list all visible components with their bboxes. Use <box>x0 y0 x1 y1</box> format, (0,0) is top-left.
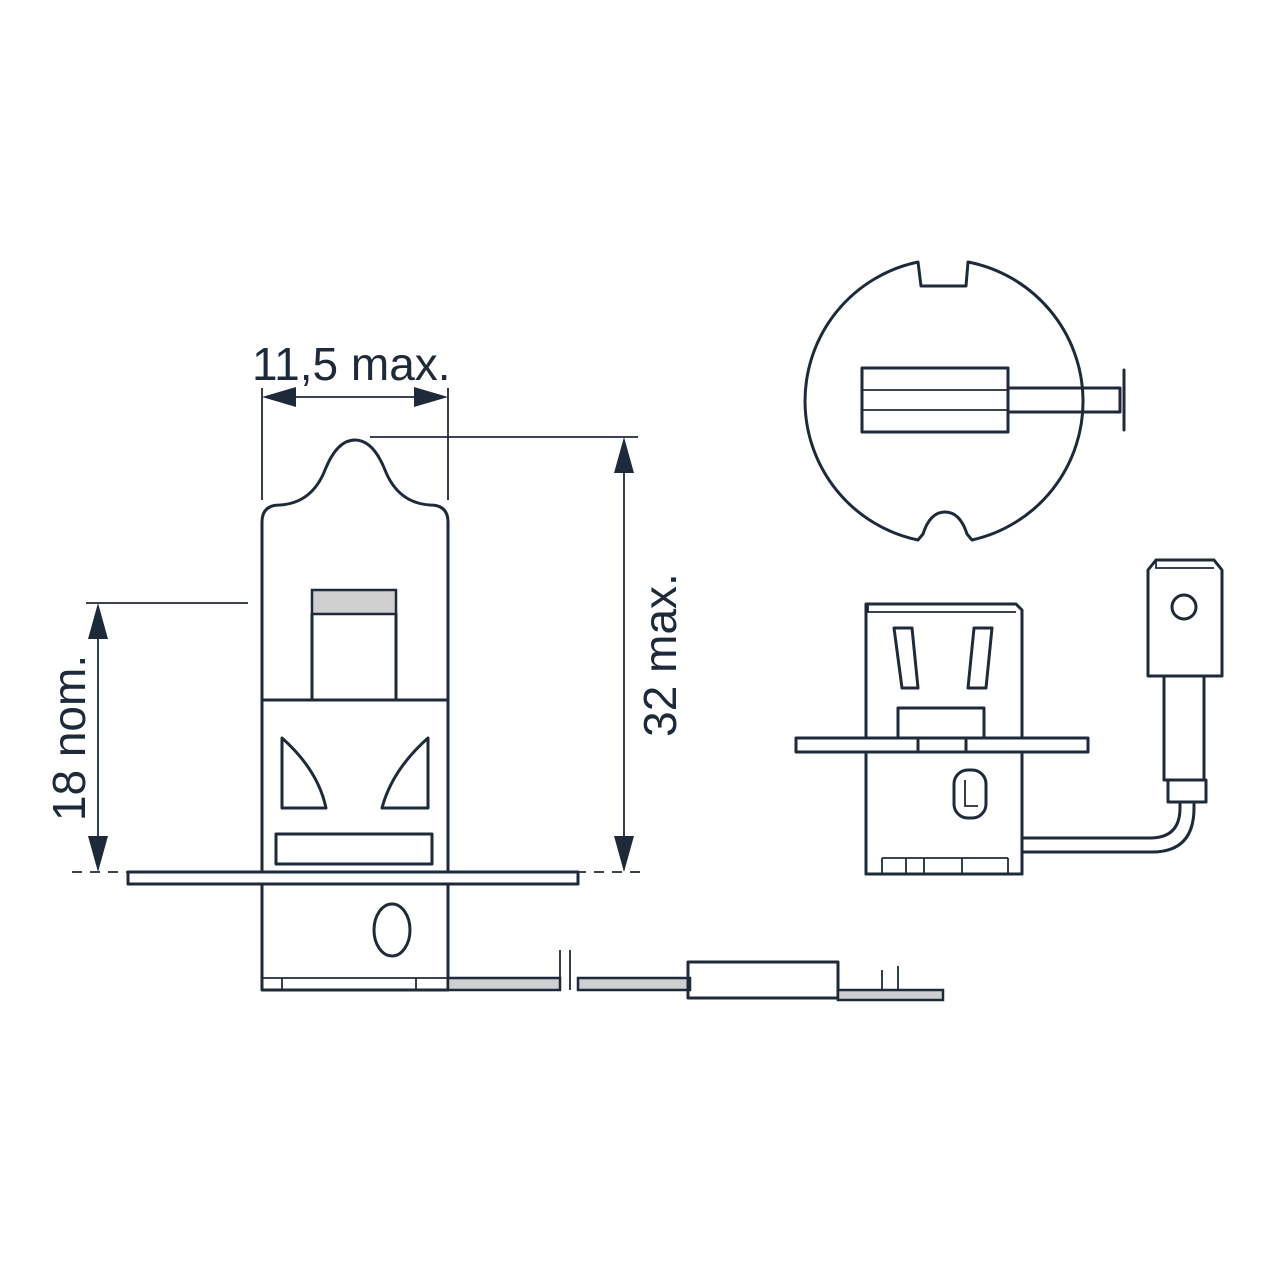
front-terminal-edge <box>1155 560 1214 569</box>
front-lead-outer <box>1020 800 1182 840</box>
lead-wire-2 <box>576 976 692 992</box>
bulb-base <box>260 698 450 874</box>
front-slot-left <box>892 626 920 690</box>
top-lead-wire <box>1006 386 1122 414</box>
front-rivet-hole <box>952 768 988 820</box>
rivet-hole <box>372 902 412 958</box>
front-upper-edge <box>867 604 1016 613</box>
lower-base <box>260 882 450 992</box>
dimension-nominal: 18 nom. <box>43 602 248 872</box>
front-feet <box>881 857 1009 874</box>
left-contact <box>280 736 328 810</box>
base-bar <box>274 832 434 866</box>
front-slot-right <box>966 626 994 690</box>
front-contact-bar <box>896 706 986 740</box>
lead-wire-1 <box>446 976 562 992</box>
front-upper-body <box>864 602 1024 740</box>
height-label: 32 max. <box>634 573 686 737</box>
dimension-height: 32 max. <box>370 436 686 872</box>
front-lead-inner <box>1020 800 1196 854</box>
terminal-marks <box>881 966 899 990</box>
front-lead-sleeve <box>1166 778 1208 804</box>
front-terminal-neck <box>1162 674 1206 782</box>
front-lower-body <box>864 750 1024 876</box>
front-rivet-mark <box>964 780 978 807</box>
nominal-label: 18 nom. <box>43 655 95 821</box>
bulb-front-view <box>794 558 1224 876</box>
bulb-top-view <box>803 260 1126 542</box>
terminal-tab <box>836 988 945 1002</box>
front-flange-tab <box>916 736 968 754</box>
right-contact <box>380 736 430 810</box>
filament-coil <box>310 588 398 616</box>
bulb-side-view <box>126 438 945 1002</box>
wire-break <box>559 950 571 990</box>
flange-plate <box>126 870 580 886</box>
dimension-width: 11,5 max. <box>252 338 451 500</box>
top-view-outline <box>803 260 1085 542</box>
top-contact-block <box>860 366 1010 434</box>
terminal-connector <box>686 960 840 1000</box>
front-terminal <box>1146 558 1224 678</box>
width-label: 11,5 max. <box>252 338 451 390</box>
filament-support <box>310 612 398 702</box>
front-flange <box>794 736 1090 754</box>
base-feet <box>262 977 448 990</box>
front-terminal-hole <box>1170 593 1198 621</box>
glass-envelope <box>260 438 450 702</box>
top-contact-lines <box>862 389 1008 411</box>
